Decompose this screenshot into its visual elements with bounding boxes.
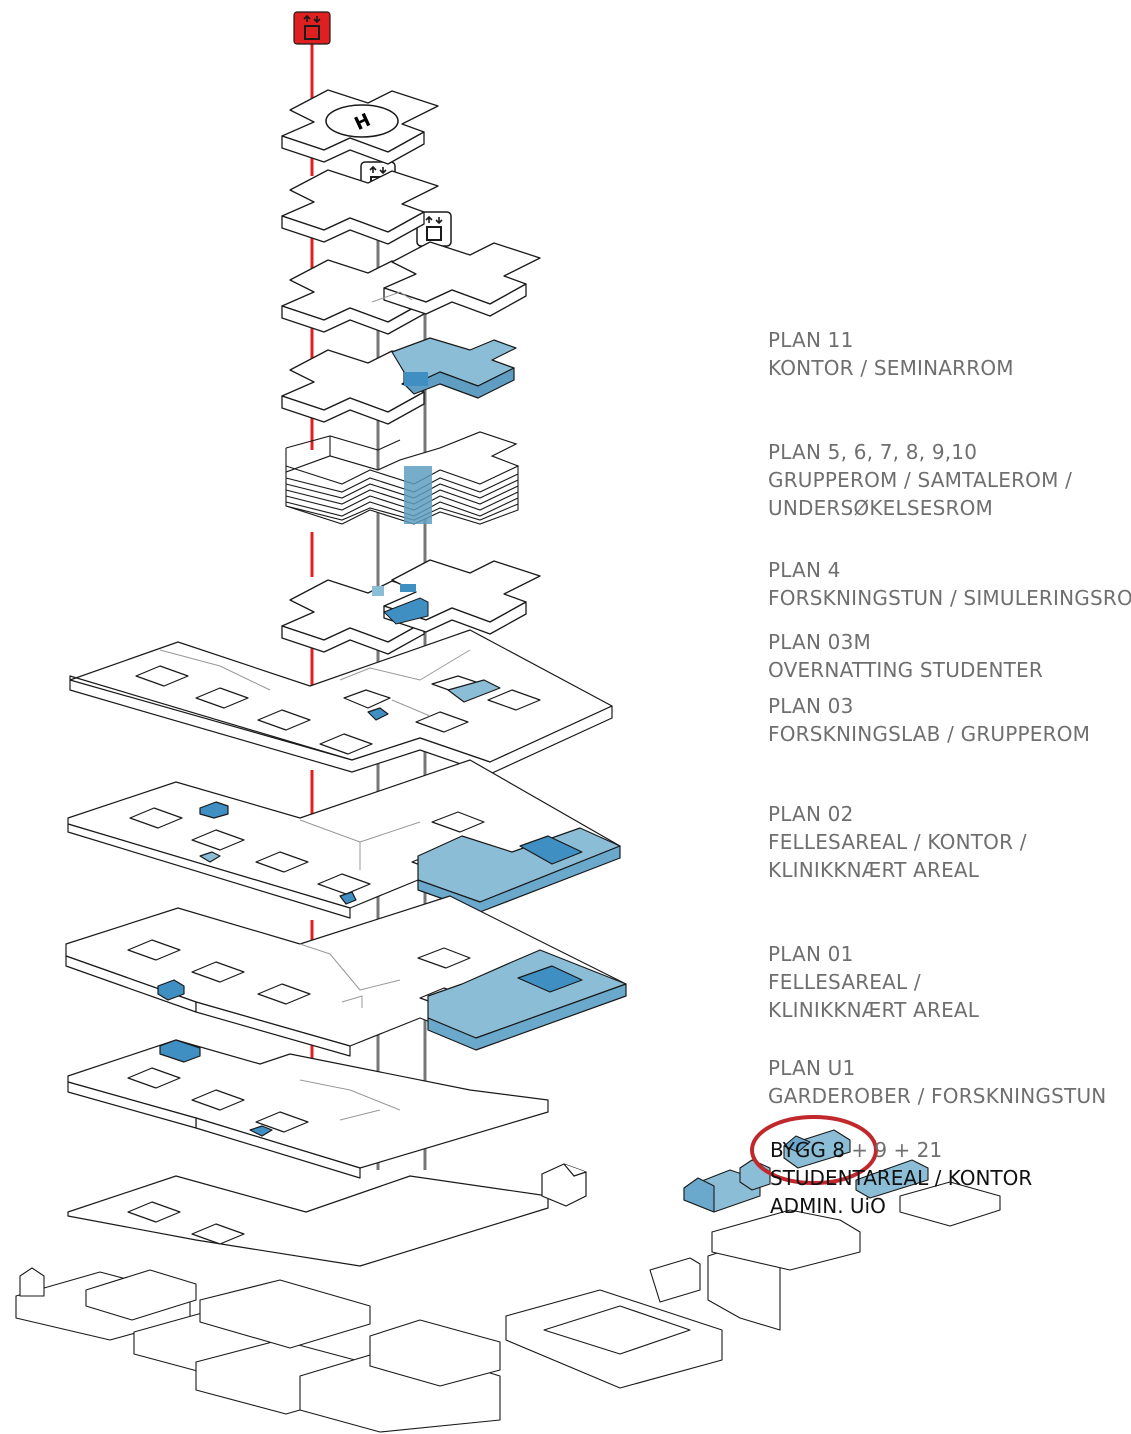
- highlight-circle: [750, 1115, 878, 1185]
- context-buildings-right: [505, 1181, 1001, 1389]
- level-4: [281, 559, 541, 655]
- plan-title: PLAN 03: [768, 694, 854, 718]
- bygg-admin: ADMIN. UiO: [770, 1194, 886, 1218]
- level-03: [69, 629, 613, 775]
- level-11: [281, 337, 517, 425]
- plan-description: KONTOR / SEMINARROM: [768, 356, 1014, 380]
- level-12: [281, 169, 439, 245]
- small-building: [541, 1163, 587, 1207]
- level-u1: [67, 1039, 549, 1179]
- label-plan-03m: PLAN 03M OVERNATTING STUDENTER: [768, 628, 1043, 684]
- label-bygg: BYGG 8 + 9 + 21 STUDENTAREAL / KONTOR AD…: [770, 1136, 1032, 1220]
- level-01: [65, 895, 627, 1057]
- level-02: [67, 759, 621, 919]
- plan-description: KLINIKKNÆRT AREAL: [768, 998, 980, 1022]
- plan-description: FORSKNINGSTUN / SIMULERINGSROM: [768, 586, 1131, 610]
- plan-description: GRUPPEROM / SAMTALEROM /: [768, 468, 1073, 492]
- plan-description: GARDEROBER / FORSKNINGSTUN: [768, 1084, 1107, 1108]
- plan-description: OVERNATTING STUDENTER: [768, 658, 1043, 682]
- bygg-title: BYGG 8 + 9 + 21: [770, 1136, 1032, 1164]
- plan-description: UNDERSØKELSESROM: [768, 496, 993, 520]
- bygg-highlight-buildings: [683, 1129, 929, 1213]
- plan-description: FELLESAREAL / KONTOR /: [768, 830, 1027, 854]
- label-plan-u1: PLAN U1 GARDEROBER / FORSKNINGSTUN: [768, 1054, 1106, 1110]
- helipad-icon: H: [325, 104, 399, 138]
- plan-title: PLAN 01: [768, 942, 854, 966]
- label-plan-02: PLAN 02 FELLESAREAL / KONTOR / KLINIKKNÆ…: [768, 800, 1027, 884]
- levels-5-10: [285, 431, 520, 525]
- plan-title: PLAN 4: [768, 558, 841, 582]
- label-plan-4: PLAN 4 FORSKNINGSTUN / SIMULERINGSROM: [768, 556, 1131, 612]
- label-plan-03: PLAN 03 FORSKNINGSLAB / GRUPPEROM: [768, 692, 1090, 748]
- plan-description: KLINIKKNÆRT AREAL: [768, 858, 980, 882]
- elevator-icon-red: [293, 11, 331, 45]
- label-plan-11: PLAN 11 KONTOR / SEMINARROM: [768, 326, 1014, 382]
- bygg-use: STUDENTAREAL / KONTOR: [770, 1166, 1033, 1190]
- plan-description: FORSKNINGSLAB / GRUPPEROM: [768, 722, 1091, 746]
- bygg-prefix: BYGG 8: [770, 1138, 845, 1162]
- plan-description: FELLESAREAL /: [768, 970, 921, 994]
- plan-title: PLAN 03M: [768, 630, 871, 654]
- label-plan-5-10: PLAN 5, 6, 7, 8, 9,10 GRUPPEROM / SAMTAL…: [768, 438, 1072, 522]
- bygg-suffix: + 9 + 21: [844, 1138, 943, 1162]
- ground-level: [67, 1175, 549, 1267]
- context-buildings-left: [15, 1267, 501, 1433]
- plan-title: PLAN 5, 6, 7, 8, 9,10: [768, 440, 978, 464]
- plan-title: PLAN U1: [768, 1056, 856, 1080]
- plan-title: PLAN 11: [768, 328, 854, 352]
- level-11b: [281, 241, 541, 335]
- plan-title: PLAN 02: [768, 802, 854, 826]
- label-plan-01: PLAN 01 FELLESAREAL / KLINIKKNÆRT AREAL: [768, 940, 979, 1024]
